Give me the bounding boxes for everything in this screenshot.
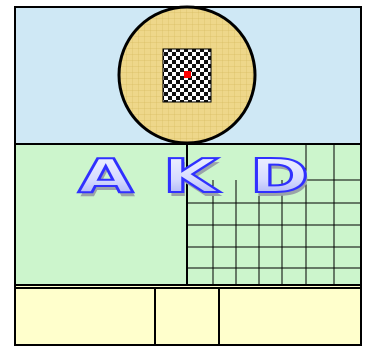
bottom-cell-right xyxy=(219,288,361,345)
letter-a: A xyxy=(78,150,134,204)
die-marker xyxy=(184,71,191,78)
letter-k: K xyxy=(163,150,221,204)
bottom-cells xyxy=(15,288,361,345)
wafer-circle xyxy=(119,7,255,143)
letter-d: D xyxy=(250,150,309,204)
bottom-cell-left xyxy=(15,288,155,345)
logo: A K D A K D xyxy=(78,150,311,208)
bottom-cell-middle xyxy=(155,288,219,345)
logo-letters: A K D xyxy=(78,150,309,204)
